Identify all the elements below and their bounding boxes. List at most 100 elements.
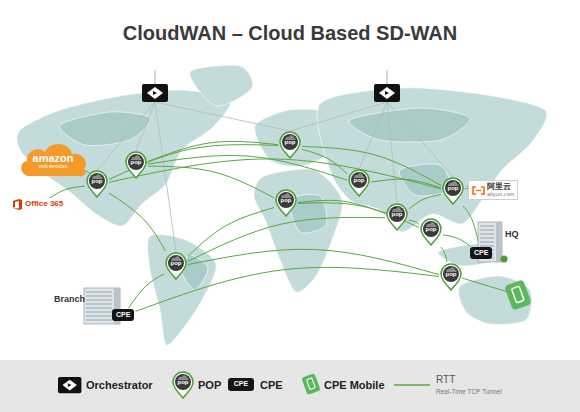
mobile-tunnel: [462, 278, 508, 292]
pop-pin: [280, 132, 300, 158]
pop-pin: [126, 152, 146, 178]
continent-shape: [317, 88, 547, 232]
continent-shape: [190, 65, 253, 106]
cpe-device: CPE: [112, 309, 134, 321]
hq-site: HQ CPE: [466, 220, 527, 264]
control-link: [136, 102, 155, 151]
rtt-tunnel: [188, 217, 385, 261]
rtt-tunnel: [50, 186, 85, 198]
rtt-tunnel: [371, 179, 441, 188]
country-shade: [349, 108, 470, 142]
legend-label: Orchestrator: [86, 379, 153, 391]
rtt-tunnel: [188, 249, 439, 274]
legend-label: RTT: [436, 374, 455, 385]
pop-node: pop: [275, 189, 297, 217]
rtt-tunnel: [188, 208, 274, 257]
pop-node: pop: [348, 169, 370, 197]
pop-node: pop: [420, 218, 442, 246]
node-label: pop: [420, 226, 442, 233]
pop-pin: [166, 253, 186, 279]
saas-provider: Office 365: [12, 199, 63, 210]
node-label: CPE: [116, 311, 130, 319]
node-label: pop: [348, 177, 370, 184]
aliyun-logo: [472, 186, 485, 195]
legend-entry: CPE Mobile: [324, 379, 385, 391]
mobile-icon: [504, 279, 532, 310]
legend-cpe-text: CPE: [228, 380, 254, 388]
node-label: pop: [442, 185, 464, 192]
pop-pin: [349, 170, 369, 196]
rtt-tunnel: [463, 206, 479, 246]
continent-shape: [458, 276, 531, 325]
pop-node: pop: [165, 252, 187, 280]
legend-cpe-icon: [228, 378, 254, 391]
node-label: amazon: [33, 152, 74, 164]
node-label: pop: [275, 197, 297, 204]
node-label: 阿里云: [487, 183, 511, 192]
pop-node: pop: [386, 203, 408, 231]
orchestrator-icon: [374, 84, 400, 102]
node-label: pop: [440, 271, 462, 278]
legend-entry: RTT: [436, 374, 455, 385]
legend-pop-text: pop: [172, 379, 194, 386]
node-label: pop: [125, 159, 147, 166]
cloud-provider: amazonweb services: [18, 140, 88, 178]
pop-node: pop: [442, 177, 464, 205]
pop-pin: [87, 171, 107, 197]
rtt-tunnel: [441, 247, 447, 262]
node-label: HQ: [505, 230, 527, 240]
branch-site: BranchCPE: [54, 282, 139, 326]
pop-pin: [443, 178, 463, 204]
continent-shape: [148, 234, 217, 345]
legend-rtt-line: [394, 384, 430, 386]
legend-entry: CPE: [260, 379, 283, 391]
node-label: pop: [165, 260, 187, 267]
node-sublabel: aliyun.com: [487, 192, 514, 198]
diagram-title: CloudWAN – Cloud Based SD-WAN: [0, 22, 580, 44]
rtt-tunnel: [109, 193, 166, 251]
node-label: pop: [86, 178, 108, 185]
pop-pin: [441, 264, 461, 290]
rtt-tunnel: [298, 200, 385, 213]
orchestrator-stem: [387, 70, 388, 84]
rtt-tunnel: [302, 149, 347, 173]
legend-note: Real-Time TCP Tunnel: [436, 388, 502, 395]
rtt-tunnel: [148, 166, 274, 198]
node-label: Branch: [54, 295, 139, 305]
pop-pin: [173, 372, 193, 398]
legend-entry: POP: [198, 379, 221, 391]
control-link: [155, 102, 290, 131]
node-sublabel: web services: [39, 164, 68, 170]
control-link: [387, 102, 453, 177]
rtt-tunnel: [443, 235, 470, 246]
pop-pin: [387, 204, 407, 230]
control-link: [359, 102, 387, 169]
rtt-tunnel: [409, 194, 441, 209]
orchestrator-icon: [58, 377, 81, 393]
pop-pin: [421, 219, 441, 245]
rtt-tunnel: [409, 220, 419, 224]
control-link: [155, 102, 176, 252]
mobile-icon: [301, 373, 320, 395]
rtt-tunnel: [148, 155, 347, 180]
pop-node: pop: [279, 131, 301, 159]
office-logo: [12, 199, 23, 210]
legend-label: POP: [198, 379, 221, 391]
rtt-tunnel: [109, 159, 441, 189]
node-label: pop: [279, 139, 301, 146]
pop-node: pop: [86, 170, 108, 198]
legend-label: CPE: [260, 379, 283, 391]
pop-node: pop: [440, 263, 462, 291]
cpe-device: CPE: [470, 247, 492, 259]
country-shade: [60, 112, 151, 146]
orchestrator-stem: [155, 70, 156, 84]
legend-entry: Orchestrator: [86, 379, 153, 391]
orchestrator-icon: [142, 84, 168, 102]
cloud-provider: 阿里云aliyun.com: [468, 180, 518, 200]
node-label: Office 365: [25, 200, 63, 209]
rtt-tunnel: [148, 141, 278, 161]
control-link: [387, 102, 397, 203]
rtt-tunnel: [302, 146, 441, 185]
pop-pin: [276, 190, 296, 216]
